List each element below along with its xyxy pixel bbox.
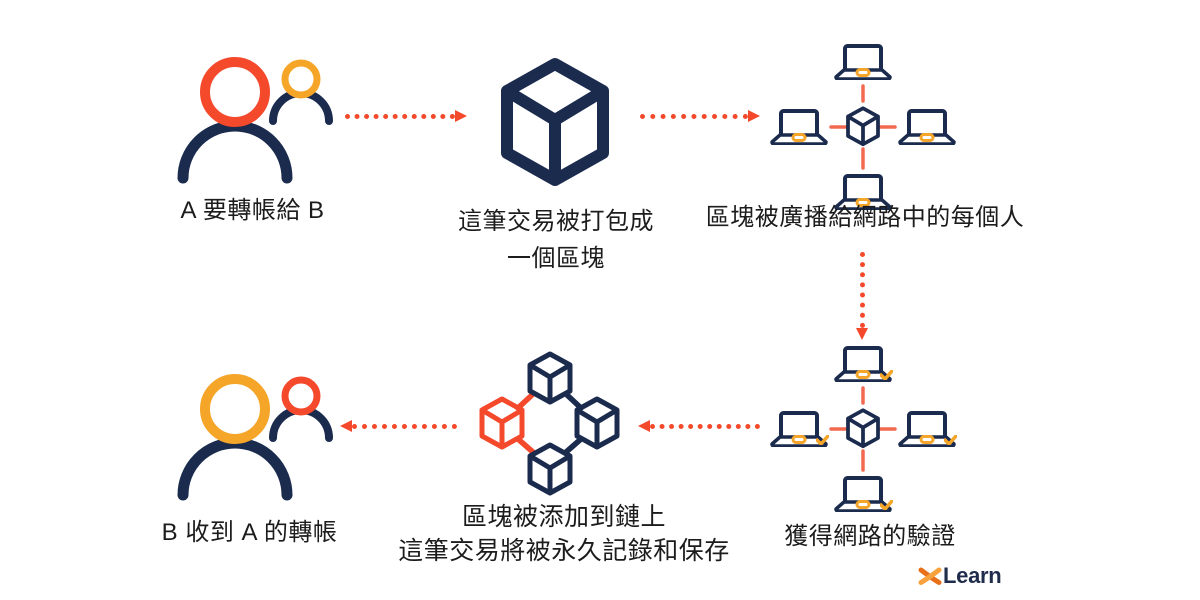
cube-icon: [530, 445, 570, 493]
dotted-arrow-down-icon: [856, 252, 868, 340]
step-label-block-line2: 一個區塊: [507, 245, 605, 272]
block-cube-icon: [501, 58, 609, 186]
step-label-chain-line2: 這筆交易將被永久記錄和保存: [398, 537, 730, 565]
people-pair-sender-icon: [177, 57, 333, 184]
step-label-block: 這筆交易被打包成 一個區塊: [432, 203, 680, 277]
dotted-arrow-left-icon: [340, 420, 457, 432]
cube-icon: [530, 354, 570, 402]
laptop-icon: [898, 109, 956, 145]
laptop-icon: [834, 44, 892, 80]
step-label-broadcast: 區塊被廣播給網路中的每個人: [705, 204, 1025, 231]
cube-icon: [846, 106, 880, 147]
step-label-transfer: A 要轉帳給 B: [180, 197, 325, 224]
logo-x-icon: [918, 567, 942, 585]
step-label-block-line1: 這筆交易被打包成: [458, 208, 654, 235]
dotted-arrow-right-icon: [640, 110, 760, 122]
step-label-verification: 獲得網路的驗證: [784, 523, 956, 550]
dotted-arrow-left-icon: [638, 420, 760, 432]
cube-icon-highlighted: [482, 399, 522, 447]
dotted-arrow-right-icon: [345, 110, 467, 122]
network-broadcast-icon: [770, 44, 956, 210]
cube-icon: [846, 408, 880, 449]
logo-brand-text: Learn: [943, 563, 1002, 588]
blockchain-chain-icon: [462, 344, 637, 499]
people-pair-receiver-icon: [177, 374, 333, 501]
step-label-chain-line1: 區塊被添加到鏈上: [461, 503, 666, 531]
step-label-receive: B 收到 A 的轉帳: [161, 519, 338, 546]
step-label-chain: 區塊被添加到鏈上 這筆交易將被永久記錄和保存: [388, 500, 740, 568]
laptop-icon: [770, 109, 828, 145]
brand-logo: Learn: [918, 563, 1002, 589]
cube-icon: [577, 399, 617, 447]
network-verified-icon: [770, 346, 957, 512]
